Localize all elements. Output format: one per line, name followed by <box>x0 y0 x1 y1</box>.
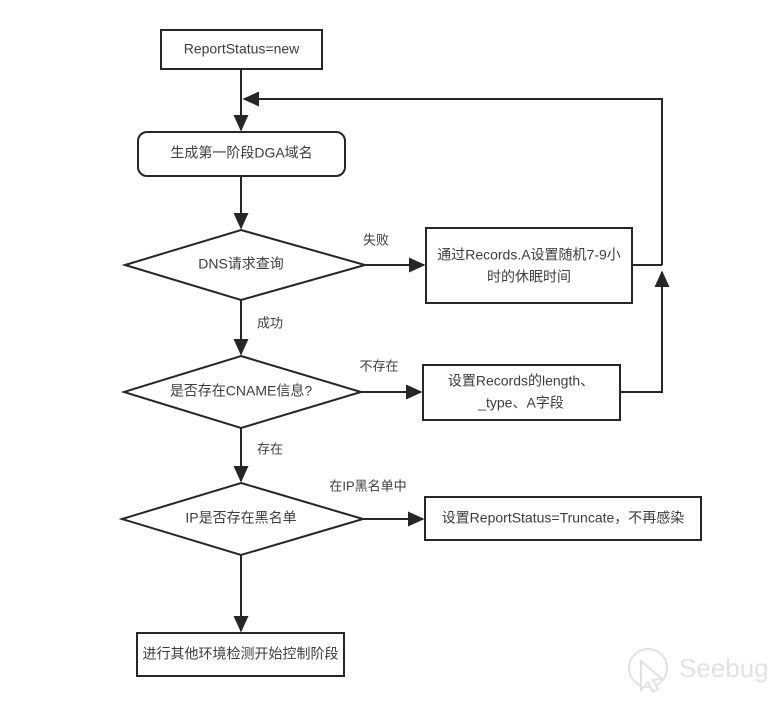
node-cname-label: 是否存在CNAME信息? <box>170 383 313 399</box>
node-sleep-label-line2: 时的休眠时间 <box>487 269 571 285</box>
edge-label-exist: 存在 <box>257 441 283 456</box>
seebug-watermark-label: Seebug <box>679 653 769 683</box>
node-dns-query-shape <box>121 228 369 302</box>
node-report-status-new[interactable]: ReportStatus=new <box>160 29 323 70</box>
node-cname-exists-decision[interactable]: 是否存在CNAME信息? <box>120 354 365 430</box>
node-generate-dga-domain[interactable]: 生成第一阶段DGA域名 <box>137 131 346 177</box>
cursor-in-circle-icon <box>628 648 669 694</box>
edge-label-fail: 失败 <box>363 232 389 247</box>
node-start-shape <box>160 29 323 70</box>
node-set-report-status-truncate[interactable]: 设置ReportStatus=Truncate，不再感染 <box>424 496 702 541</box>
node-other-env-shape <box>136 632 345 677</box>
seebug-watermark: Seebug <box>628 648 769 694</box>
node-records-label-line1: 设置Records的length、 <box>448 373 594 389</box>
edges <box>233 69 670 633</box>
node-dns-query-decision[interactable]: DNS请求查询 <box>121 228 369 302</box>
edge-sleep-return-top <box>242 91 663 265</box>
edge-label-success: 成功 <box>257 315 283 330</box>
edge-records-return <box>620 270 670 393</box>
node-sleep-shape <box>425 227 633 304</box>
node-ip-blacklist-decision[interactable]: IP是否存在黑名单 <box>118 481 367 557</box>
node-records-label-line2: _type、A字段 <box>477 395 564 411</box>
node-truncate-label: 设置ReportStatus=Truncate，不再感染 <box>442 510 685 526</box>
node-sleep-label-line1: 通过Records.A设置随机7-9小 <box>437 247 621 263</box>
node-start-label: ReportStatus=new <box>184 41 300 57</box>
edge-label-not-exist: 不存在 <box>359 358 398 373</box>
edge-label-in-ip-blacklist: 在IP黑名单中 <box>329 478 406 493</box>
node-truncate-shape <box>424 496 702 541</box>
node-set-records-fields[interactable]: 设置Records的length、 _type、A字段 <box>422 364 621 421</box>
node-other-env-detection[interactable]: 进行其他环境检测开始控制阶段 <box>136 632 345 677</box>
node-ip-blacklist-shape <box>118 481 367 557</box>
edge-labels: 失败 成功 不存在 存在 在IP黑名单中 <box>257 232 407 493</box>
node-records-shape <box>422 364 621 421</box>
node-gen-dga-label: 生成第一阶段DGA域名 <box>170 145 312 161</box>
node-cname-shape <box>120 354 365 430</box>
node-set-random-sleep[interactable]: 通过Records.A设置随机7-9小 时的休眠时间 <box>425 227 633 304</box>
node-ip-blacklist-label: IP是否存在黑名单 <box>185 510 296 526</box>
node-other-env-label: 进行其他环境检测开始控制阶段 <box>143 646 339 662</box>
node-gen-dga-shape <box>137 131 346 177</box>
node-dns-query-label: DNS请求查询 <box>198 256 284 272</box>
